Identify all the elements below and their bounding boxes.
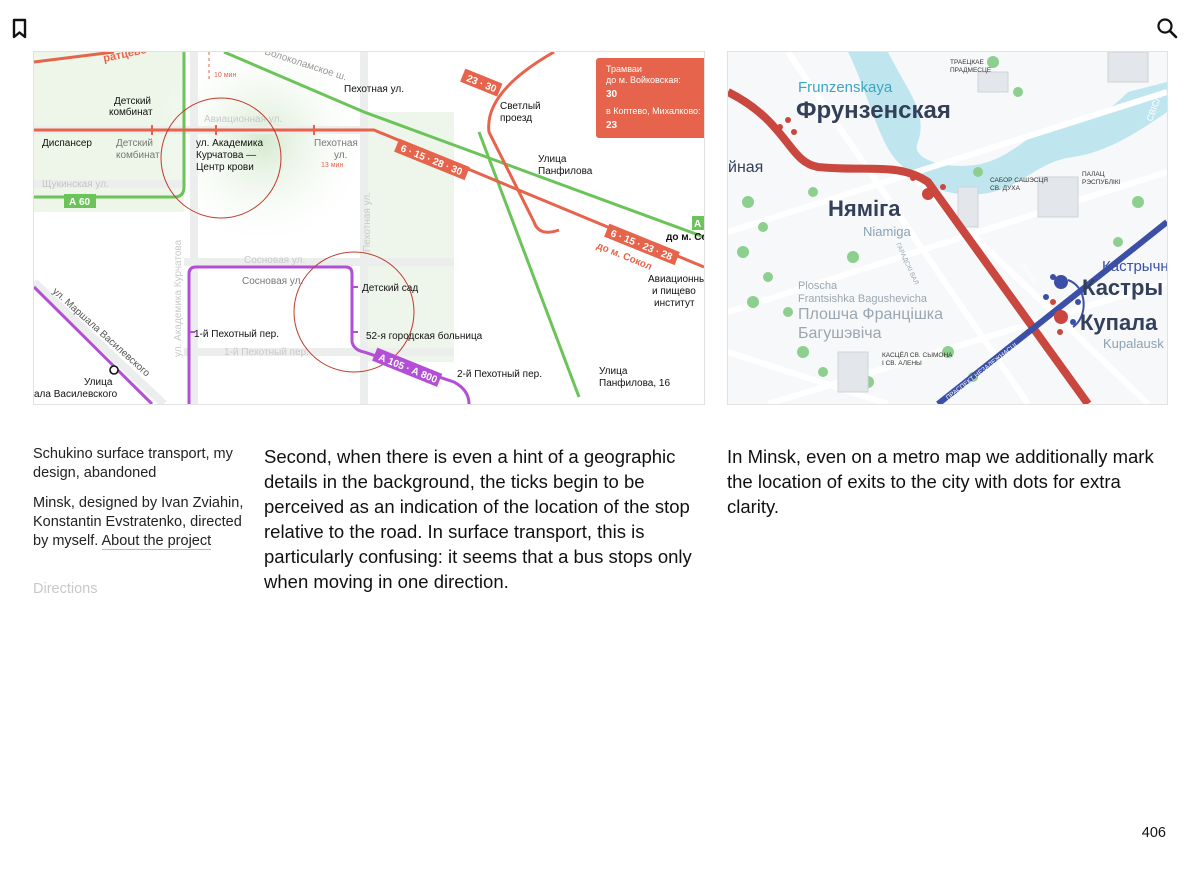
station-latin: Frantsishka Bagushevicha [798,293,928,305]
bg-street-4: 1-й Пехотный пер. [224,347,309,358]
search-icon[interactable] [1155,16,1179,40]
stop-label: Сосновая ул. [242,276,303,287]
landmark-label: САБОР САШЭСЦЯ [990,177,1048,184]
minsk-metro-map: Frunzenskaya Фрунзенская Няміга Niamiga … [727,51,1168,405]
bg-street-1: Авиационная ул. [204,114,282,125]
stop-label: институт [654,298,695,309]
landmark-label: ПРАДМЕСЦЕ [950,67,992,74]
landmark-label: І СВ. АЛЕНЫ [882,360,922,367]
route-badge: А 60 [69,197,91,208]
stop-label: Пехотная [314,138,358,149]
schukino-transport-map: Авиационная ул. Щукинская ул. Сосновая у… [33,51,705,405]
page-number: 406 [1141,825,1166,841]
station-latin: Niamiga [863,224,911,239]
station-name: Кастры [1082,275,1163,300]
stop-label: Улица [538,154,567,165]
legend-text: 30 [606,89,618,100]
body-paragraph-right: In Minsk, even on a metro map we additio… [727,446,1154,517]
station-name: йная [728,159,763,176]
bg-street-2: Щукинская ул. [42,179,109,190]
stop-label: Центр крови [196,162,254,173]
landmark-label: ПАЛАЦ [1082,171,1105,178]
stop-label: комбинат [116,149,160,161]
stop-label: до м. Со [666,232,704,243]
stop-label: Улица [599,366,628,377]
stop-label: ул. Академика [196,138,263,149]
station-name: Купала [1080,310,1158,335]
stop-label: Светлый [500,101,541,112]
body-paragraph-middle: Second, when there is even a hint of a g… [264,446,692,592]
bookmark-icon[interactable] [8,16,32,40]
stop-label: 52-я городская больница [366,330,483,342]
directions-link[interactable]: Directions [33,581,98,597]
figure-caption-left: Schukino surface transport, my design, a… [33,446,233,481]
station-latin: Kupalausk [1103,336,1164,351]
station-name: Багушэвіча [798,325,882,342]
bg-street-3: Сосновая ул. [244,255,305,266]
bg-street-5: Пехотная ул. [362,192,373,252]
time-label: 10 мин [214,72,236,79]
legend-text: Трамваи [606,64,642,74]
stop-label: Детский [116,138,153,149]
station-name: Фрунзенская [796,97,951,124]
station-latin: Frunzenskaya [798,79,893,96]
stop-label: Детский сад [362,283,418,294]
stop-label: Диспансер [42,138,92,149]
landmark-label: СВ. ДУХА [990,185,1021,192]
station-name: Няміга [828,196,901,221]
bg-street-6: ул. Академика Курчатова [173,239,184,357]
stop-label: комбинат [109,106,153,118]
stop-label: Курчатова — [196,150,256,161]
legend-text: в Коптево, Михалково: [606,106,701,116]
figure-caption-right: Minsk, designed by Ivan Zviahin, Konstan… [33,494,248,551]
stop-label: Улица [84,377,113,388]
stop-label: и пищево [652,286,696,297]
stop-label: Авиационны [648,274,704,285]
stop-label: Панфилова, 16 [599,377,670,389]
legend-text: 23 [606,120,618,131]
landmark-label: КАСЦЁЛ СВ. СЫМОНА [882,351,953,359]
station-latin: Plosсha [798,280,838,292]
stop-label: 2-й Пехотный пер. [457,369,542,380]
route-badge: А [694,219,701,230]
about-project-link[interactable]: About the project [101,533,212,550]
stop-label: ала Василевского [34,389,118,400]
stop-label: ул. [334,150,347,161]
stop-label: 1-й Пехотный пер. [194,329,279,340]
stop-label: проезд [500,113,532,124]
landmark-label: РЭСПУБЛІКІ [1082,179,1121,186]
stop-label: Пехотная ул. [344,84,404,95]
stop-label: Панфилова [538,165,593,177]
stop-label: Детский [114,96,151,107]
station-name: Плошча Францішка [798,306,943,323]
landmark-label: ТРАЕЦКАЕ [950,59,984,66]
legend-text: до м. Войковская: [606,75,681,85]
time-label: 13 мин [321,162,343,169]
caption-text: Minsk, designed by Ivan Zviahin, Konstan… [33,495,244,549]
station-latin: Кастрычн [1102,258,1167,275]
